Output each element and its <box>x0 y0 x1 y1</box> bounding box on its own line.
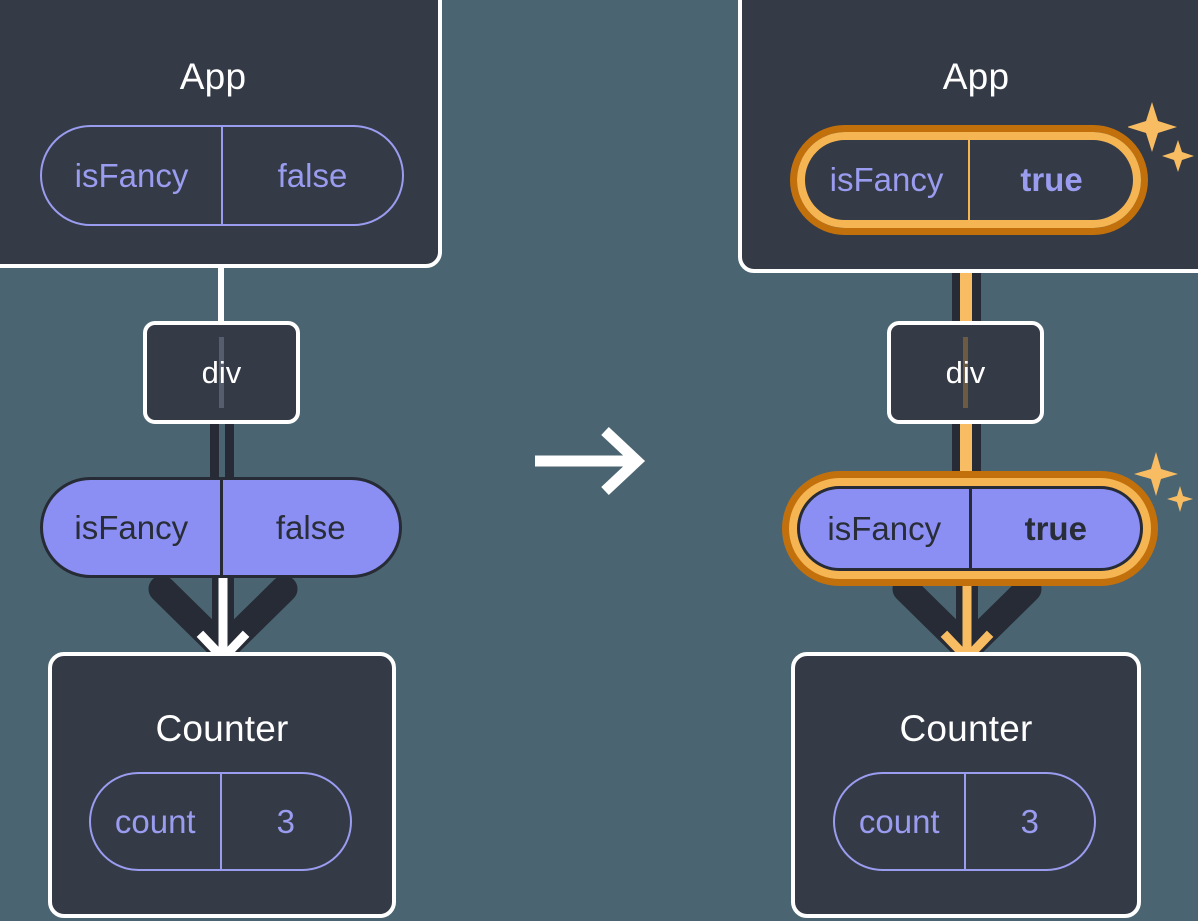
transition-right-arrow-icon <box>533 425 648 497</box>
state-pill-count-left-key: count <box>114 802 196 840</box>
state-pill-count-left-value: 3 <box>219 774 351 869</box>
sparkles-icon-app-right <box>1127 100 1198 180</box>
wire-through-div-right <box>963 337 968 408</box>
wire-div-to-pill-left <box>210 420 219 485</box>
wire-app-to-div-left <box>218 268 224 323</box>
state-pill-count-right-key: count <box>858 802 940 840</box>
state-pill-isfancy-right[interactable]: isFancy true <box>797 132 1141 228</box>
state-pill-right-key: isFancy <box>829 161 944 198</box>
state-pill-count-right-value: 3 <box>963 774 1095 869</box>
sparkles-icon-prop-right <box>1134 450 1198 522</box>
host-node-div-left-label: div <box>201 354 242 390</box>
state-pill-left-key: isFancy <box>74 156 189 194</box>
prop-pill-right-value: true <box>968 489 1141 568</box>
counter-title-right: Counter <box>899 708 1033 749</box>
wire-div-to-pill-right-core <box>960 420 972 488</box>
app-title-left: App <box>179 56 247 97</box>
state-pill-left-value: false <box>221 127 402 224</box>
counter-title-left: Counter <box>155 708 289 749</box>
wire-div-to-pill-left-b <box>225 420 234 485</box>
prop-pill-left-value: false <box>219 480 400 575</box>
prop-pill-isfancy-left[interactable]: isFancy false <box>40 477 402 578</box>
state-pill-isfancy-left[interactable]: isFancy false <box>40 125 404 226</box>
state-pill-count-right[interactable]: count 3 <box>833 772 1096 871</box>
host-node-div-left[interactable]: div <box>143 321 300 424</box>
prop-fork-arrow-left <box>140 565 306 670</box>
prop-pill-isfancy-right[interactable]: isFancy true <box>797 486 1143 571</box>
prop-pill-right-key: isFancy <box>827 509 942 547</box>
app-title-right: App <box>942 56 1010 97</box>
host-node-div-right-label: div <box>945 354 986 390</box>
prop-pill-left-key: isFancy <box>74 508 189 546</box>
wire-through-div-left <box>219 337 224 408</box>
state-pill-right-value: true <box>968 140 1133 220</box>
state-pill-count-left[interactable]: count 3 <box>89 772 352 871</box>
host-node-div-right[interactable]: div <box>887 321 1044 424</box>
